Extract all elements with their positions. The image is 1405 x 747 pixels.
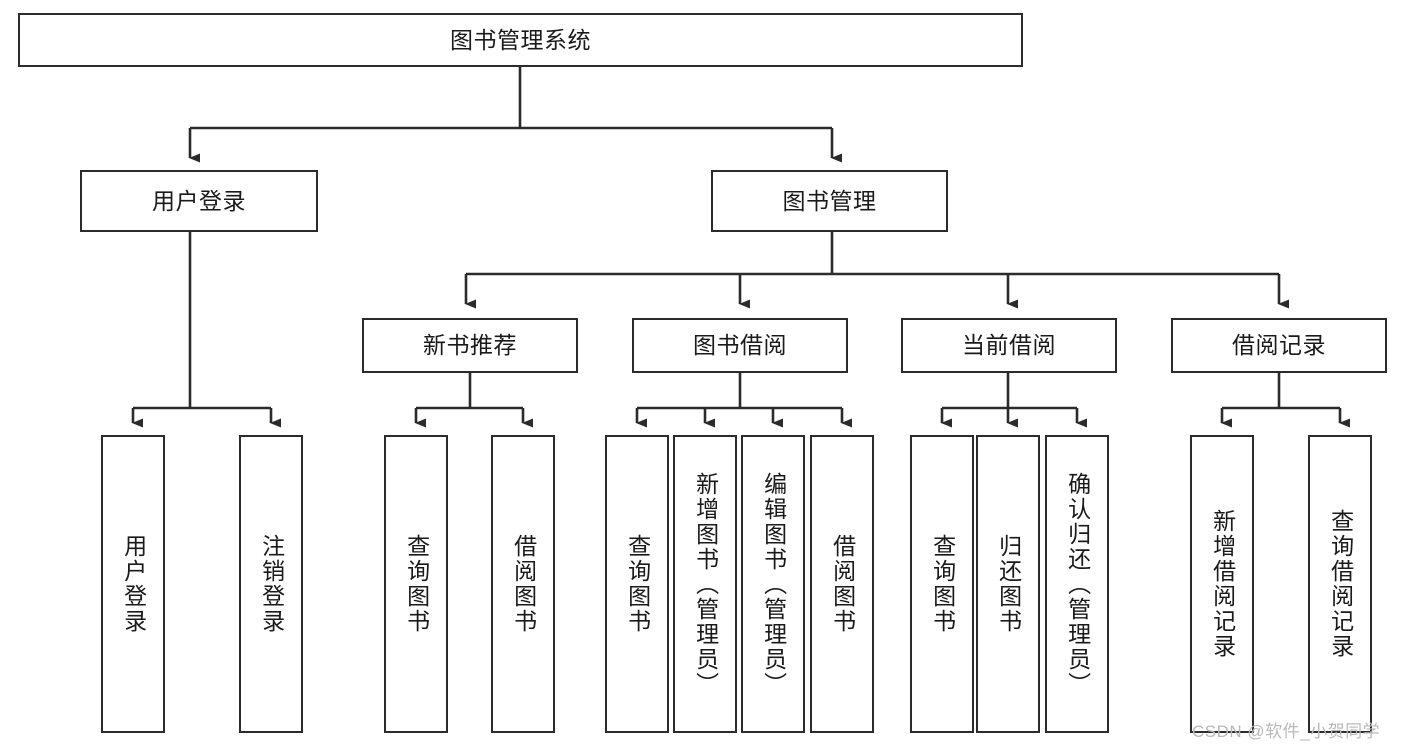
node-label: 注销登录	[258, 534, 285, 634]
node-new-book-recommend[interactable]: 新书推荐	[362, 318, 578, 373]
leaf-query-book-borrow[interactable]: 查询图书	[605, 435, 669, 733]
leaf-borrow-book[interactable]: 借阅图书	[810, 435, 874, 733]
node-label: 图书管理	[782, 187, 877, 214]
node-label: 借阅图书	[510, 534, 537, 634]
node-label: 借阅记录	[1232, 332, 1326, 359]
node-label: 查询图书	[624, 534, 651, 634]
node-label: 新书推荐	[423, 332, 517, 359]
node-label: 编辑图书（管理员）	[760, 471, 787, 697]
node-label: 当前借阅	[962, 332, 1056, 359]
node-label: 确认归还（管理员）	[1064, 471, 1091, 697]
leaf-query-book-current[interactable]: 查询图书	[910, 435, 974, 733]
node-root-system[interactable]: 图书管理系统	[18, 13, 1023, 67]
node-label: 查询图书	[403, 534, 430, 634]
node-borrow-records[interactable]: 借阅记录	[1171, 318, 1387, 373]
node-label: 归还图书	[995, 534, 1022, 634]
leaf-return-book[interactable]: 归还图书	[976, 435, 1040, 733]
node-label: 查询图书	[929, 534, 956, 634]
leaf-add-book-admin[interactable]: 新增图书（管理员）	[673, 435, 737, 733]
node-user-login[interactable]: 用户登录	[80, 170, 318, 232]
leaf-confirm-return-admin[interactable]: 确认归还（管理员）	[1045, 435, 1109, 733]
leaf-edit-book-admin[interactable]: 编辑图书（管理员）	[741, 435, 805, 733]
csdn-watermark: CSDN @软件_小贺同学	[1192, 722, 1381, 741]
leaf-borrow-book-recommend[interactable]: 借阅图书	[491, 435, 555, 733]
node-label: 用户登录	[120, 534, 147, 634]
leaf-user-login[interactable]: 用户登录	[101, 435, 165, 733]
node-label: 查询借阅记录	[1327, 509, 1354, 659]
node-book-borrow[interactable]: 图书借阅	[632, 318, 848, 373]
node-label: 借阅图书	[829, 534, 856, 634]
node-book-management[interactable]: 图书管理	[711, 170, 948, 232]
node-current-borrow[interactable]: 当前借阅	[901, 318, 1117, 373]
node-label: 图书管理系统	[450, 26, 591, 53]
node-label: 图书借阅	[693, 332, 787, 359]
leaf-logout[interactable]: 注销登录	[239, 435, 303, 733]
leaf-query-book-recommend[interactable]: 查询图书	[384, 435, 448, 733]
node-label: 用户登录	[152, 187, 246, 214]
leaf-add-borrow-record[interactable]: 新增借阅记录	[1190, 435, 1254, 733]
node-label: 新增图书（管理员）	[692, 471, 719, 697]
leaf-query-borrow-record[interactable]: 查询借阅记录	[1308, 435, 1372, 733]
node-label: 新增借阅记录	[1209, 509, 1236, 659]
